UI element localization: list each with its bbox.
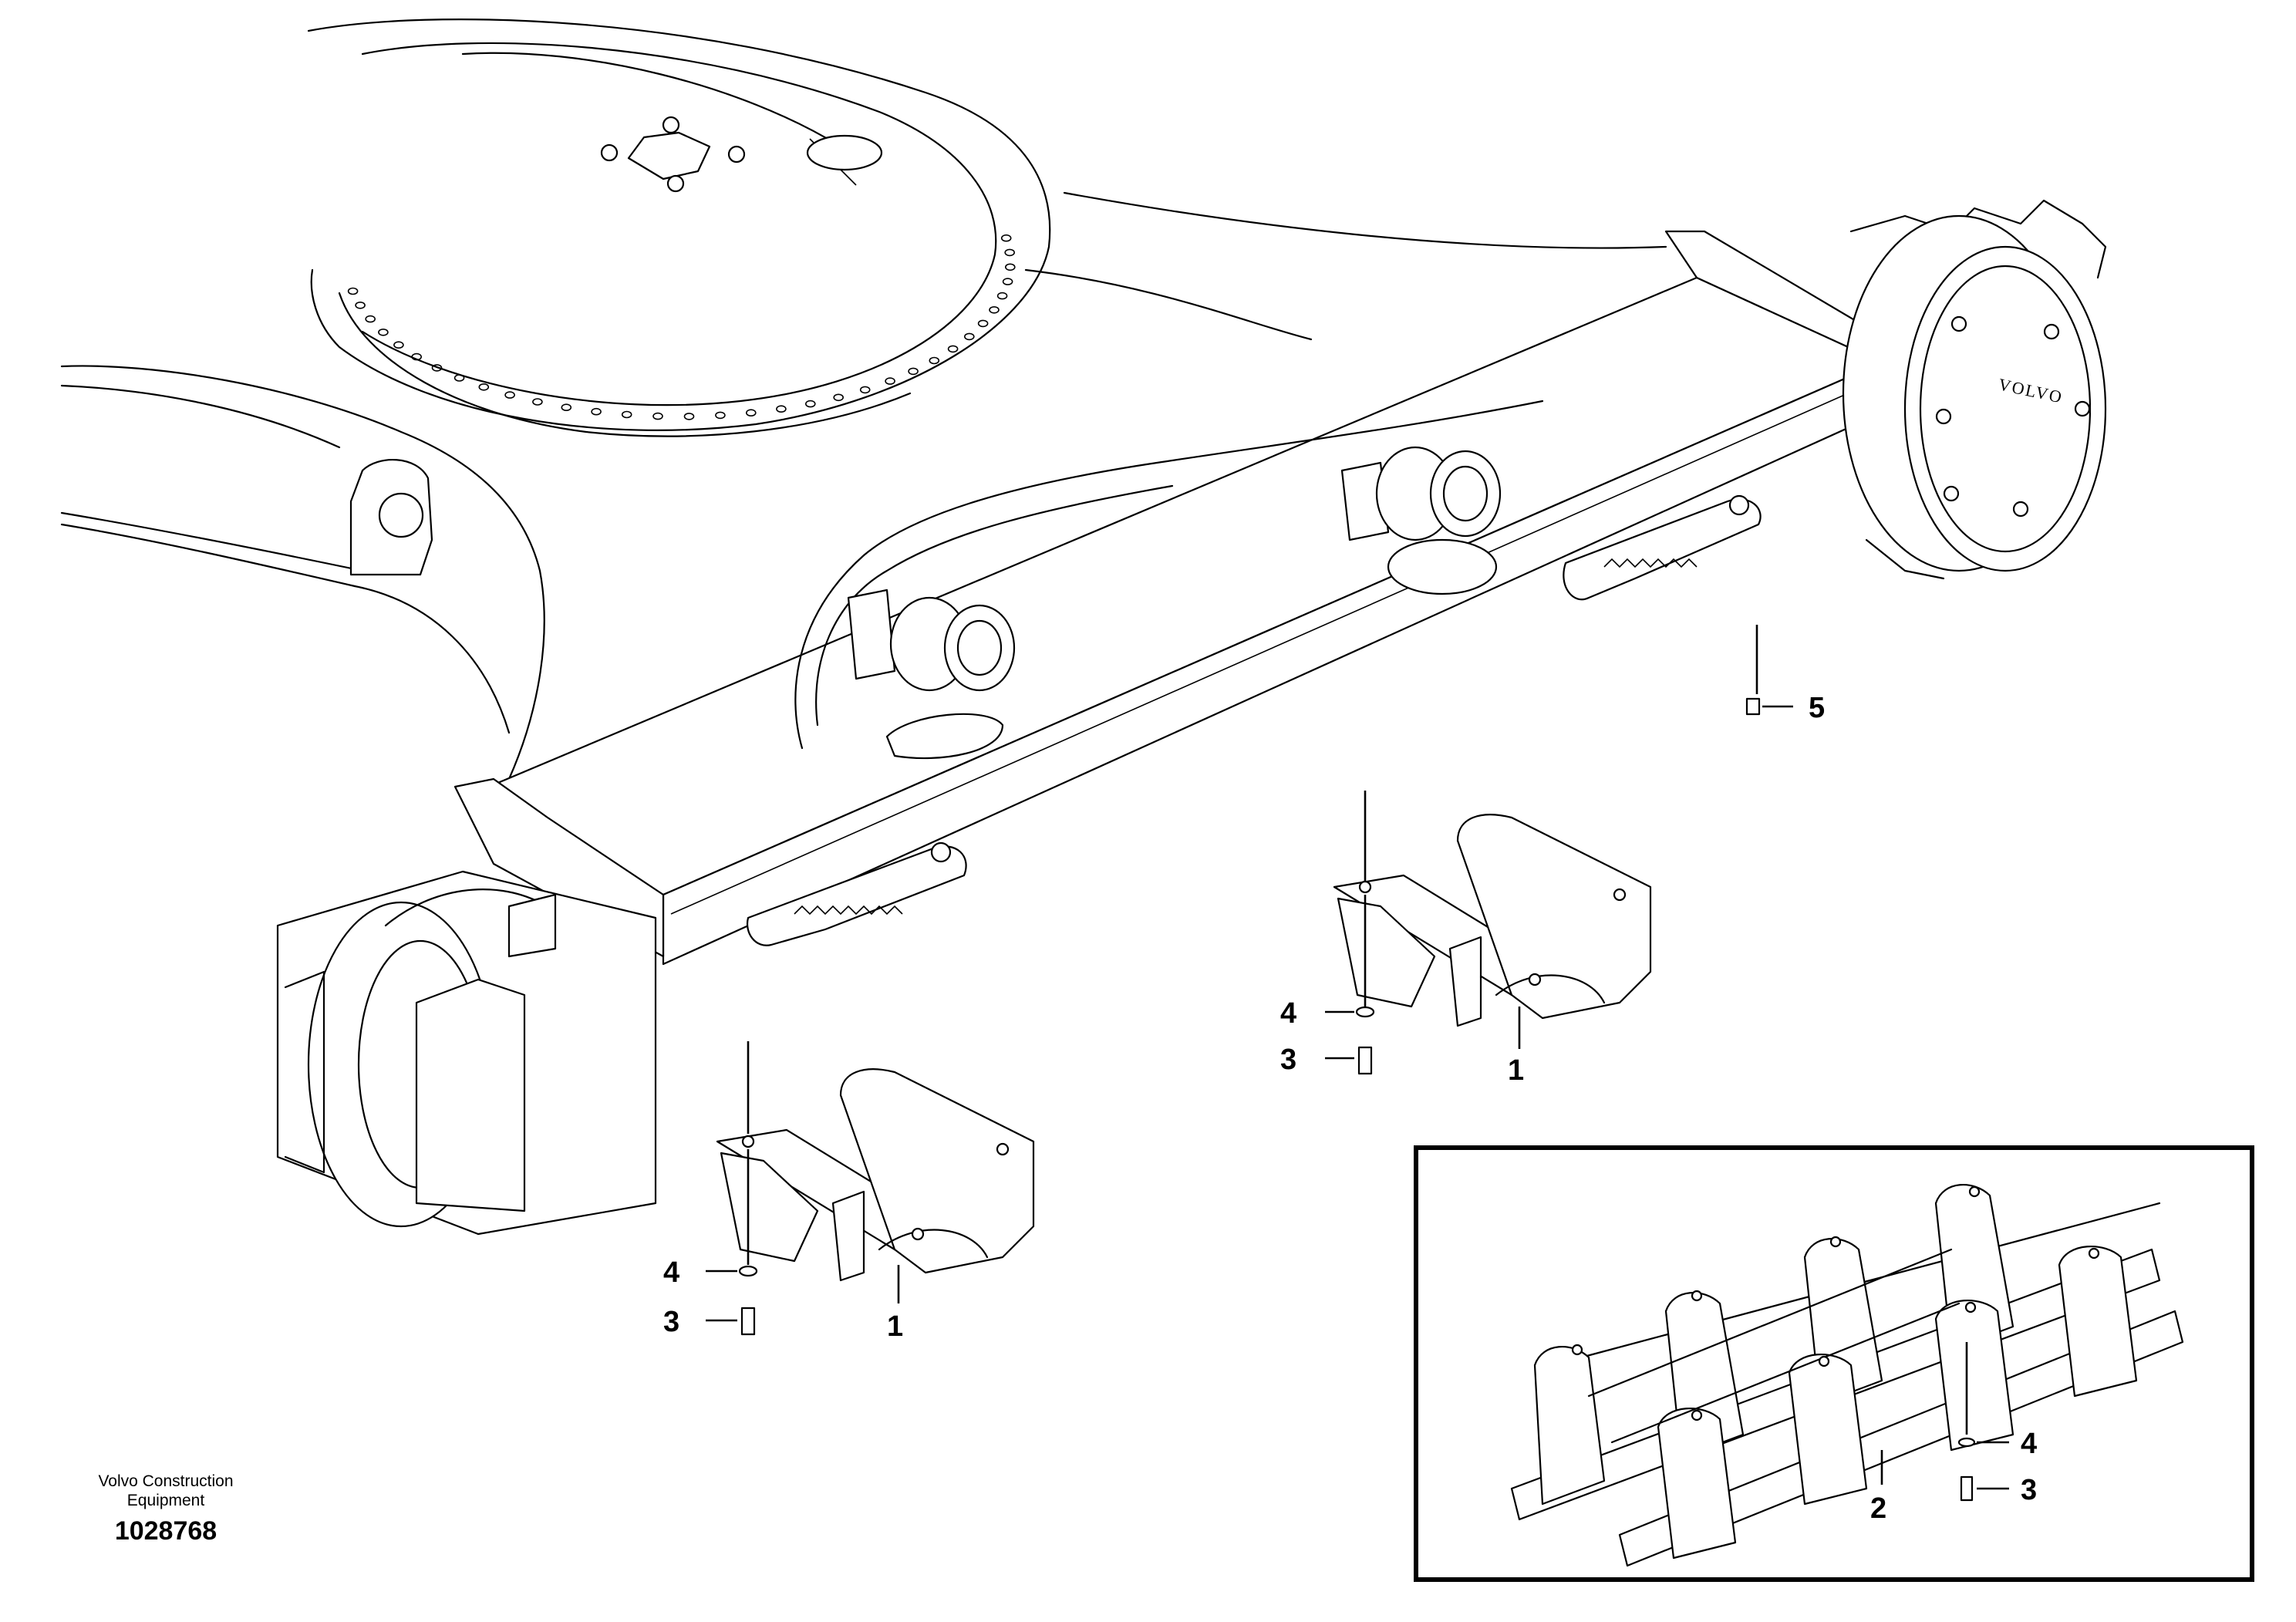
- bolt-hole: [715, 411, 726, 420]
- bolt-hole: [411, 352, 423, 361]
- washer-bolt-lower: [706, 1149, 900, 1336]
- bolt-hole: [1002, 278, 1013, 285]
- slewing-ring: [307, 19, 1051, 437]
- inset-detail-box: [1414, 1145, 2254, 1582]
- bolt-hole: [365, 315, 376, 323]
- front-idler: [276, 870, 657, 1236]
- bolt-hole: [833, 393, 844, 402]
- track-guard-lower: [716, 1068, 1035, 1282]
- bolt-hole: [989, 305, 1000, 314]
- bolt-hole: [393, 341, 404, 349]
- bolt-hole: [1004, 248, 1015, 257]
- bolt-hole: [908, 367, 919, 376]
- bolt-hole: [977, 319, 989, 328]
- track-guard-upper: [1333, 814, 1652, 1027]
- document-number: 1028768: [114, 1516, 217, 1546]
- callout-part-1-lower: 1: [887, 1310, 903, 1343]
- bolt-hole: [561, 403, 572, 412]
- callout-part-4-inset: 4: [2021, 1428, 2037, 1460]
- bolt-hole: [478, 383, 490, 391]
- bolt-hole: [683, 413, 695, 420]
- callout-part-4-lower: 4: [663, 1256, 679, 1289]
- bolt-hole: [1000, 234, 1012, 242]
- brand-name: Volvo Construction Equipment: [98, 1472, 234, 1509]
- bolt-hole: [532, 398, 543, 406]
- bolt-hole: [378, 328, 389, 336]
- carrier-roller-rear: [1340, 446, 1502, 595]
- washer-bolt-upper: [1325, 895, 1521, 1075]
- bolt-hole: [745, 409, 757, 417]
- final-drive: VOLVO: [1842, 199, 2107, 580]
- callout-part-3-inset: 3: [2021, 1474, 2037, 1506]
- bolt-hole: [621, 410, 632, 419]
- bolt-hole: [1005, 263, 1016, 271]
- step-rack-front: [746, 841, 967, 946]
- callout-part-3-upper: 3: [1280, 1044, 1296, 1076]
- part-5-bolt: [1745, 697, 1793, 716]
- bolt-hole: [347, 287, 359, 295]
- carrier-roller-front: [847, 588, 1016, 760]
- bolt-hole: [964, 332, 975, 341]
- bolt-hole: [859, 386, 871, 394]
- callout-part-4-upper: 4: [1280, 997, 1296, 1030]
- bolt-hole: [591, 407, 602, 416]
- bolt-hole: [652, 412, 663, 420]
- bolt-hole: [776, 405, 787, 413]
- bolt-hole: [355, 301, 366, 309]
- bolt-hole: [947, 345, 959, 353]
- bolt-hole: [929, 356, 940, 365]
- callout-labels: 5 4 3 1 4 3 1 2 4 3: [663, 692, 2037, 1525]
- callout-part-1-upper: 1: [1508, 1054, 1524, 1087]
- carbody-frame: [60, 191, 1667, 781]
- track-frame: [453, 230, 1883, 966]
- ring-bolt-holes: [347, 234, 1016, 420]
- bolt-hole: [805, 400, 816, 408]
- callout-part-5: 5: [1809, 692, 1825, 724]
- bolt-hole: [504, 391, 515, 399]
- bolt-hole: [996, 292, 1008, 300]
- bolt-hole: [453, 374, 465, 382]
- step-rack-rear: [1563, 494, 1762, 601]
- bolt-hole: [431, 364, 443, 372]
- callout-part-2: 2: [1870, 1492, 1886, 1525]
- bolt-hole: [885, 377, 895, 385]
- callout-part-3-lower: 3: [663, 1306, 679, 1338]
